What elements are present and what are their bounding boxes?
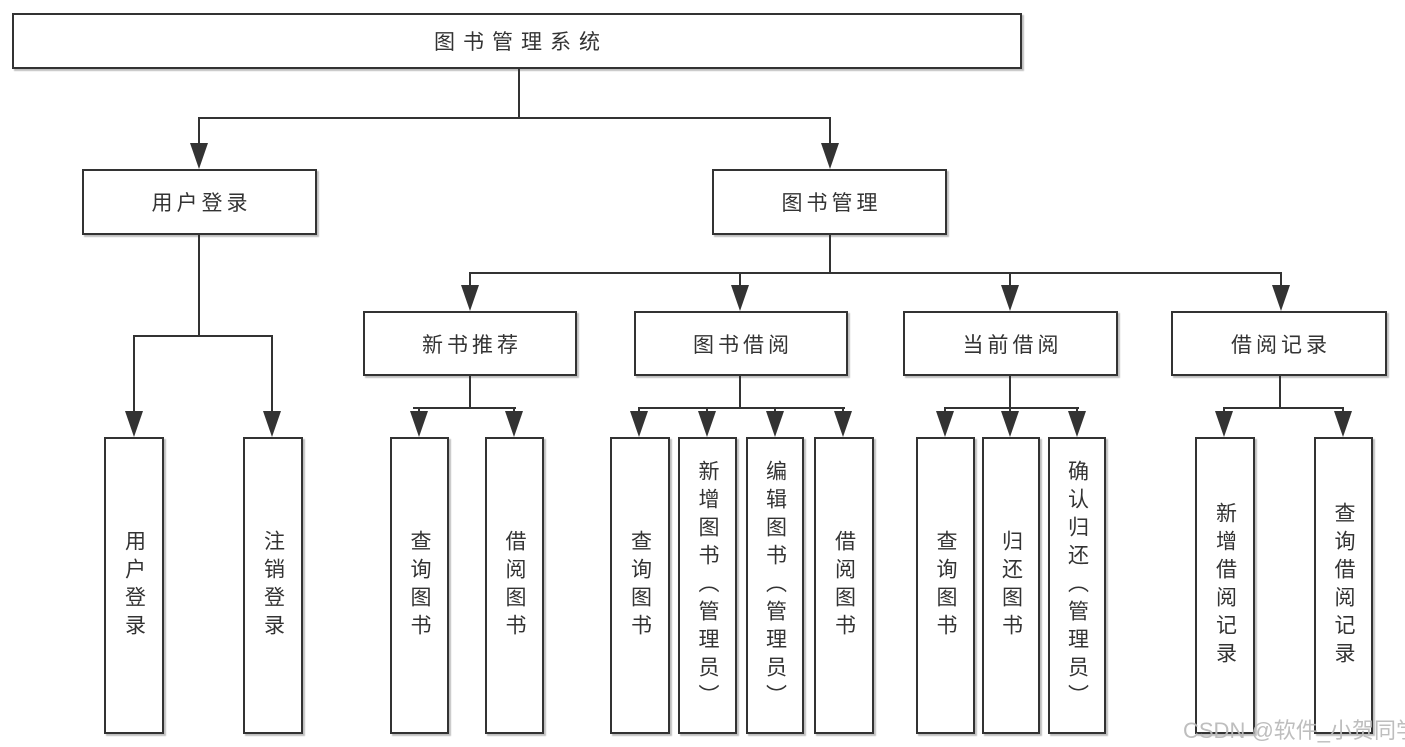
leaf-query-books-borrow: 查询图书	[610, 437, 670, 734]
node-new-book-recommend-label: 新书推荐	[422, 333, 522, 357]
arrowhead-down-icon	[410, 411, 428, 437]
connector-line	[829, 118, 831, 148]
leaf-return-book-label: 归还图书	[999, 529, 1023, 642]
connector-line	[739, 273, 741, 287]
connector-line	[469, 272, 1282, 274]
node-book-borrow: 图书借阅	[634, 311, 848, 376]
arrowhead-down-icon	[936, 411, 954, 437]
leaf-borrow-books-label: 借阅图书	[832, 529, 856, 642]
connector-line	[271, 336, 273, 413]
leaf-add-book-admin: 新增图书（管理员）	[678, 437, 737, 734]
arrowhead-down-icon	[821, 143, 839, 169]
arrowhead-down-icon	[1215, 411, 1233, 437]
node-user-login-label: 用户登录	[151, 192, 252, 215]
leaf-query-books-current-label: 查询图书	[934, 529, 957, 642]
connector-line	[1009, 273, 1011, 287]
leaf-borrow-books-recommend-label: 借阅图书	[503, 529, 526, 642]
arrowhead-down-icon	[1272, 285, 1290, 311]
watermark: CSDN @软件_小贺同学	[1183, 718, 1405, 743]
connector-line	[518, 68, 520, 118]
leaf-user-login: 用户登录	[104, 437, 164, 734]
leaf-query-books-borrow-label: 查询图书	[628, 529, 652, 642]
node-borrow-records: 借阅记录	[1171, 311, 1387, 376]
node-book-borrow-label: 图书借阅	[693, 333, 793, 357]
arrowhead-down-icon	[1001, 285, 1019, 311]
leaf-user-login-label: 用户登录	[122, 529, 146, 642]
leaf-add-borrow-record-label: 新增借阅记录	[1213, 501, 1237, 670]
connector-line	[198, 118, 200, 148]
connector-line	[1223, 407, 1344, 409]
arrowhead-down-icon	[1068, 411, 1086, 437]
arrowhead-down-icon	[630, 411, 648, 437]
leaf-query-books-recommend-label: 查询图书	[408, 529, 431, 642]
node-borrow-records-label: 借阅记录	[1231, 333, 1331, 357]
arrowhead-down-icon	[834, 411, 852, 437]
arrowhead-down-icon	[698, 411, 716, 437]
connector-line	[198, 234, 200, 337]
leaf-borrow-books-recommend: 借阅图书	[485, 437, 544, 734]
leaf-add-book-admin-label: 新增图书（管理员）	[696, 459, 719, 712]
leaf-query-books-current: 查询图书	[916, 437, 975, 734]
arrowhead-down-icon	[1334, 411, 1352, 437]
node-book-management-label: 图书管理	[781, 192, 882, 215]
arrowhead-down-icon	[125, 411, 143, 437]
leaf-return-book: 归还图书	[982, 437, 1040, 734]
connector-line	[1280, 273, 1282, 287]
connector-line	[829, 234, 831, 274]
leaf-query-borrow-record-label: 查询借阅记录	[1332, 501, 1355, 670]
leaf-edit-book-admin: 编辑图书（管理员）	[746, 437, 804, 734]
leaf-query-borrow-record: 查询借阅记录	[1314, 437, 1373, 734]
leaf-borrow-books: 借阅图书	[814, 437, 874, 734]
node-user-login: 用户登录	[82, 169, 317, 235]
node-root: 图书管理系统	[12, 13, 1022, 69]
connector-line	[133, 335, 273, 337]
leaf-confirm-return-admin: 确认归还（管理员）	[1048, 437, 1106, 734]
leaf-logout-label: 注销登录	[261, 529, 285, 642]
node-new-book-recommend: 新书推荐	[363, 311, 577, 376]
connector-line	[413, 407, 516, 409]
arrowhead-down-icon	[461, 285, 479, 311]
arrowhead-down-icon	[731, 285, 749, 311]
connector-line	[133, 336, 135, 413]
connector-line	[638, 407, 845, 409]
arrowhead-down-icon	[263, 411, 281, 437]
arrowhead-down-icon	[190, 143, 208, 169]
node-current-borrow: 当前借阅	[903, 311, 1118, 376]
connector-line	[1279, 376, 1281, 409]
connector-line	[739, 376, 741, 409]
leaf-confirm-return-admin-label: 确认归还（管理员）	[1065, 459, 1089, 712]
leaf-logout: 注销登录	[243, 437, 303, 734]
connector-line	[1009, 376, 1011, 409]
connector-line	[469, 376, 471, 409]
arrowhead-down-icon	[505, 411, 523, 437]
connector-line	[469, 273, 471, 287]
arrowhead-down-icon	[766, 411, 784, 437]
leaf-query-books-recommend: 查询图书	[390, 437, 449, 734]
arrowhead-down-icon	[1001, 411, 1019, 437]
connector-line	[944, 407, 1079, 409]
node-current-borrow-label: 当前借阅	[962, 333, 1063, 357]
leaf-add-borrow-record: 新增借阅记录	[1195, 437, 1255, 734]
leaf-edit-book-admin-label: 编辑图书（管理员）	[763, 459, 787, 712]
node-book-management: 图书管理	[712, 169, 947, 235]
node-root-label: 图书管理系统	[434, 31, 608, 54]
connector-line	[198, 117, 831, 119]
